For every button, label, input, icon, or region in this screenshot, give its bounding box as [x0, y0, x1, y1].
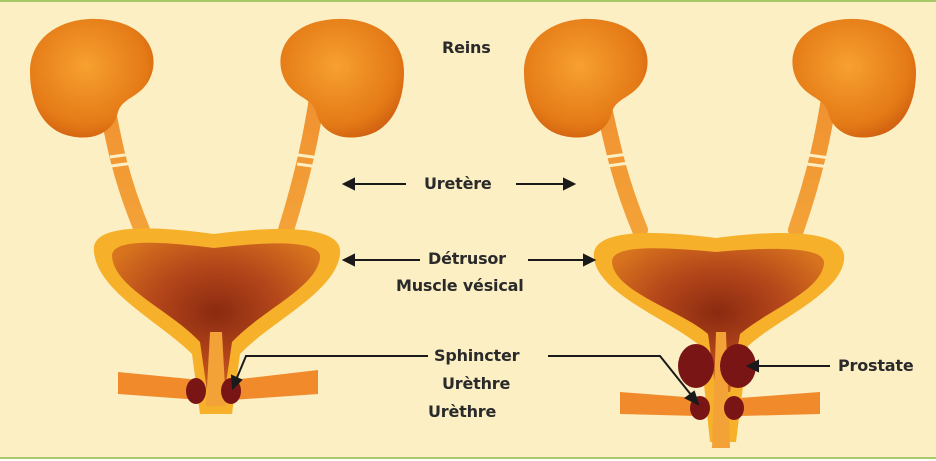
right-pelvic-floor: [620, 392, 698, 416]
label-prostate: Prostate: [838, 356, 913, 375]
right-urinary-system: [524, 19, 916, 448]
left-kidney-b: [280, 19, 404, 138]
label-muscle-vesical: Muscle vésical: [396, 276, 523, 295]
left-sphincter-a: [186, 378, 206, 404]
prostate-lobe-a: [678, 344, 714, 388]
label-detrusor: Détrusor: [428, 249, 506, 268]
left-ureter-b: [286, 92, 318, 230]
label-reins: Reins: [442, 38, 491, 57]
right-kidney-a: [524, 19, 648, 138]
right-kidney-b: [792, 19, 916, 138]
left-pelvic-floor-right: [232, 370, 318, 400]
right-sphincter-b: [724, 396, 744, 420]
label-urethre-2: Urèthre: [428, 402, 496, 421]
left-kidney-a: [30, 19, 154, 138]
right-ureter-b: [796, 92, 830, 230]
left-urinary-system: [30, 19, 404, 414]
label-urethre-1: Urèthre: [442, 374, 510, 393]
right-pelvic-floor-right: [740, 392, 820, 416]
label-sphincter: Sphincter: [434, 346, 519, 365]
label-uretere: Uretère: [424, 174, 492, 193]
